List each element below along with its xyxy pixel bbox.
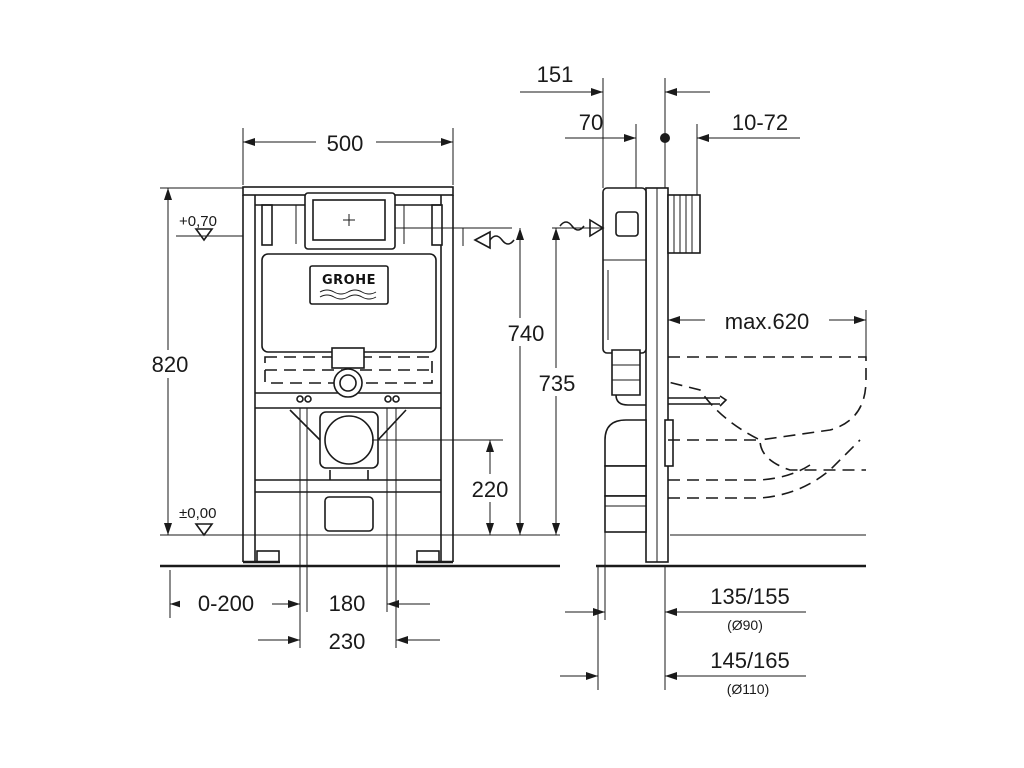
dim-145-165: 145/165 (Ø110) bbox=[560, 566, 806, 697]
dim-820: 820 bbox=[142, 187, 243, 535]
dim-135-155-label: 135/155 bbox=[710, 584, 790, 609]
fixing-bolt-side bbox=[668, 395, 728, 407]
dim-10-72: 10-72 bbox=[660, 110, 800, 195]
level-floor-label: ±0,00 bbox=[179, 505, 216, 522]
dim-220: 220 bbox=[460, 440, 520, 535]
front-view: GROHE bbox=[142, 128, 560, 654]
dim-70-label: 70 bbox=[579, 110, 603, 135]
dim-d110-label: (Ø110) bbox=[727, 681, 770, 697]
dim-740-label: 740 bbox=[508, 321, 545, 346]
cistern: GROHE bbox=[261, 253, 437, 353]
dim-740: 740 bbox=[456, 228, 560, 536]
dim-180: 180 bbox=[299, 408, 430, 648]
dim-500: 500 bbox=[242, 128, 454, 185]
drain-pipe-side bbox=[604, 419, 674, 533]
fixing-bolts bbox=[296, 395, 400, 403]
dim-0-200-label: 0-200 bbox=[198, 591, 254, 616]
dim-145-165-label: 145/165 bbox=[710, 648, 790, 673]
drain-connection bbox=[289, 409, 407, 532]
dim-max-620-label: max.620 bbox=[725, 309, 809, 334]
level-top-label: +0,70 bbox=[179, 213, 217, 230]
flush-pipe-side bbox=[611, 349, 646, 406]
dim-151-label: 151 bbox=[537, 62, 574, 87]
cistern-side bbox=[602, 187, 647, 354]
dim-151: 151 bbox=[520, 62, 710, 188]
dim-0-200: 0-200 bbox=[169, 570, 300, 618]
dim-d90-label: (Ø90) bbox=[727, 617, 763, 633]
dim-max-620: max.620 bbox=[668, 306, 867, 357]
water-inlet-side bbox=[552, 218, 605, 238]
dim-735: 735 bbox=[530, 228, 584, 535]
dim-820-label: 820 bbox=[152, 352, 189, 377]
dim-735-label: 735 bbox=[539, 371, 576, 396]
brand-logo: GROHE bbox=[322, 273, 376, 288]
dim-10-72-label: 10-72 bbox=[732, 110, 788, 135]
toilet-bowl-dashed bbox=[667, 356, 867, 499]
dim-230: 230 bbox=[258, 629, 440, 654]
level-top-marker: +0,70 bbox=[176, 213, 243, 242]
level-floor-marker: ±0,00 bbox=[179, 505, 216, 537]
dim-70: 70 bbox=[565, 110, 637, 188]
dim-230-label: 230 bbox=[329, 629, 366, 654]
water-inlet-symbol bbox=[462, 228, 515, 250]
flush-connection bbox=[331, 347, 365, 398]
dim-135-155: 135/155 (Ø90) bbox=[565, 532, 806, 690]
side-view: 151 70 10-72 740 bbox=[456, 62, 867, 697]
actuator-plate-opening bbox=[295, 192, 405, 250]
frame-side bbox=[645, 187, 701, 563]
dim-180-label: 180 bbox=[329, 591, 366, 616]
dim-500-label: 500 bbox=[327, 131, 364, 156]
dim-220-label: 220 bbox=[472, 477, 509, 502]
